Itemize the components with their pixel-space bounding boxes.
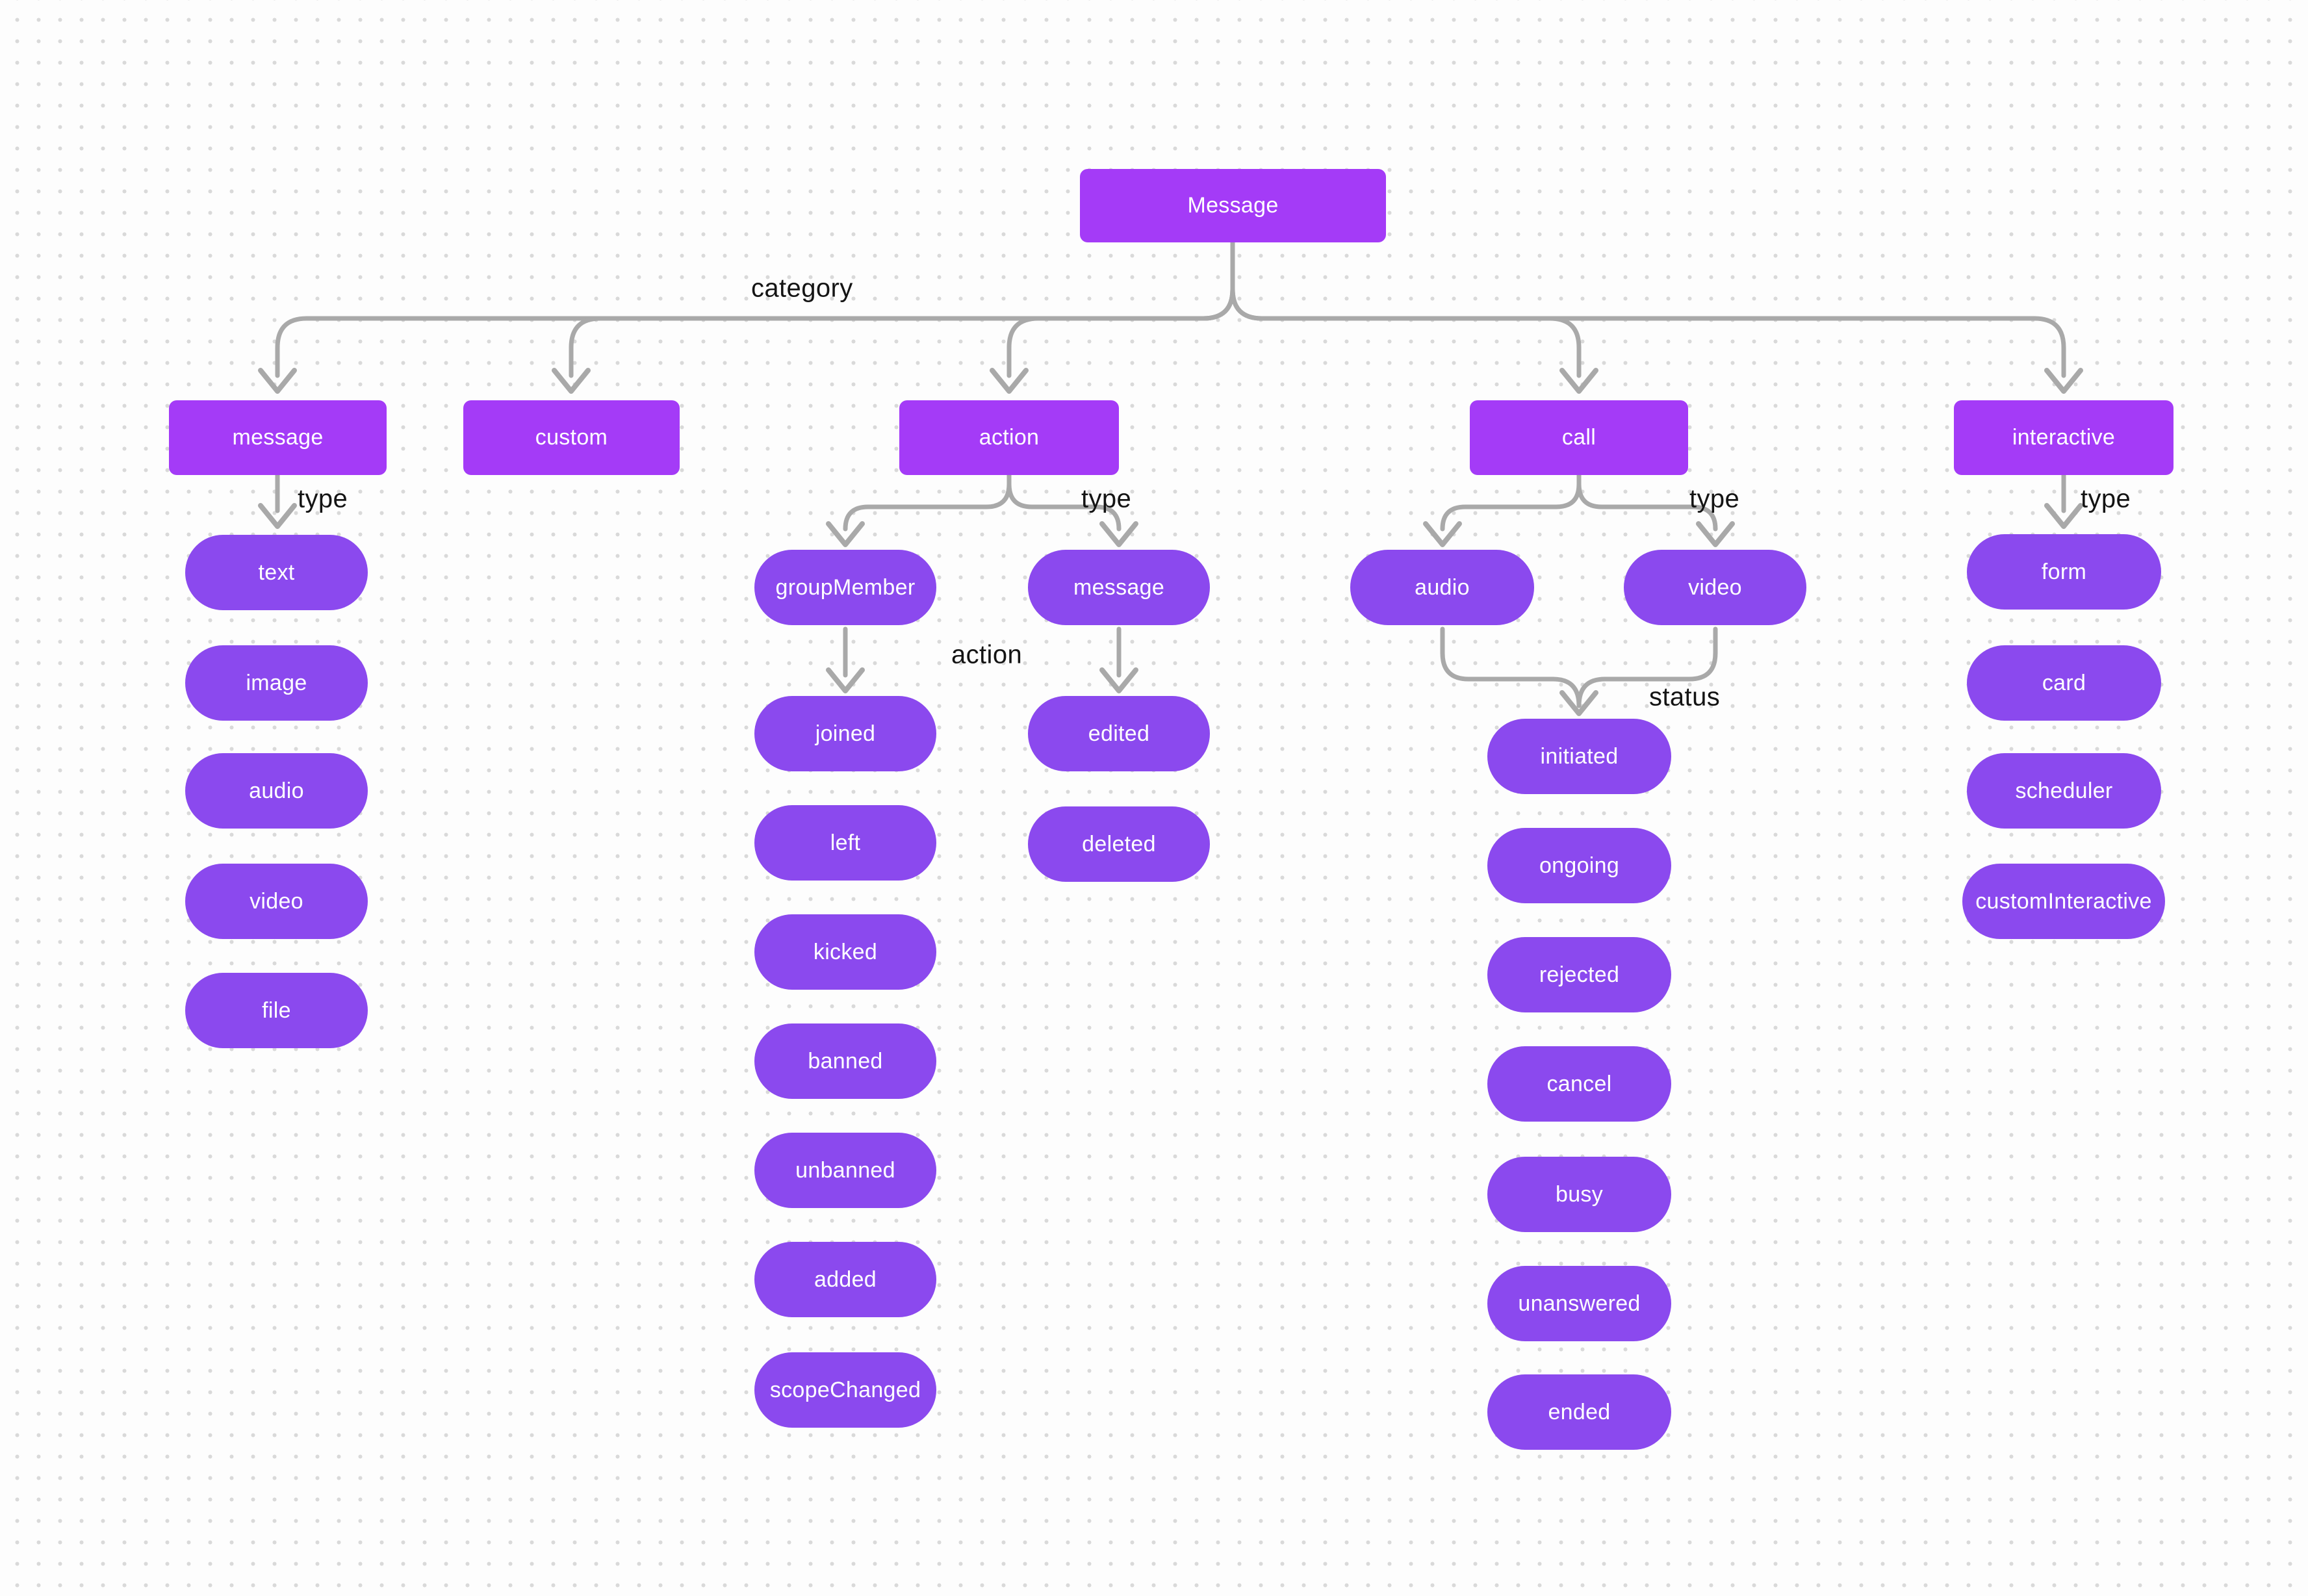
node-type-scheduler: scheduler (1967, 753, 2161, 829)
arrowhead-joined (826, 667, 865, 693)
node-status-ended: ended (1487, 1374, 1671, 1450)
arrowhead-interactive (2044, 368, 2083, 394)
edge-root-to-custom (569, 240, 1235, 378)
edge-root-to-action (1007, 240, 1235, 378)
node-action-scopechanged: scopeChanged (754, 1352, 936, 1428)
node-action-edited: edited (1028, 696, 1210, 771)
edge-label-category: category (751, 274, 853, 303)
edge-call-to-audio (1440, 472, 1582, 532)
arrowhead-initiated (1559, 690, 1598, 716)
edge-action-to-groupmember (843, 472, 1012, 532)
edge-label-status: status (1649, 682, 1721, 712)
arrowhead-video (1696, 521, 1735, 547)
node-status-ongoing: ongoing (1487, 828, 1671, 903)
node-status-cancel: cancel (1487, 1046, 1671, 1122)
node-status-busy: busy (1487, 1157, 1671, 1232)
node-calltype-video: video (1624, 550, 1806, 625)
edge-label-action: action (951, 640, 1023, 669)
edge-root-to-call (1230, 240, 1582, 378)
node-type-image: image (185, 645, 368, 721)
node-action-joined: joined (754, 696, 936, 771)
edge-label-type-action: type (1081, 484, 1132, 513)
node-type-video: video (185, 864, 368, 939)
edge-root-to-message (275, 240, 1235, 378)
arrowhead-text (258, 503, 297, 529)
node-status-rejected: rejected (1487, 937, 1671, 1012)
arrowhead-action (990, 368, 1029, 394)
arrowhead-audio (1423, 521, 1462, 547)
node-action-deleted: deleted (1028, 806, 1210, 882)
node-category-interactive: interactive (1954, 400, 2173, 475)
arrowhead-message-branch (1099, 521, 1138, 547)
node-root-message: Message (1080, 169, 1386, 242)
node-category-message: message (169, 400, 387, 475)
node-type-file: file (185, 973, 368, 1048)
node-type-audio: audio (185, 753, 368, 829)
node-status-unanswered: unanswered (1487, 1266, 1671, 1341)
node-calltype-audio: audio (1350, 550, 1534, 625)
node-action-banned: banned (754, 1023, 936, 1099)
node-category-custom: custom (463, 400, 680, 475)
edge-call-to-video (1576, 472, 1718, 532)
edge-label-type-message: type (298, 484, 348, 513)
arrowhead-call (1559, 368, 1598, 394)
node-type-custominteractive: customInteractive (1962, 864, 2165, 939)
node-action-kicked: kicked (754, 914, 936, 990)
node-branch-groupmember: groupMember (754, 550, 936, 625)
node-category-action: action (899, 400, 1119, 475)
node-type-card: card (1967, 645, 2161, 721)
edge-audio-to-merge (1440, 626, 1582, 708)
node-action-added: added (754, 1242, 936, 1317)
node-action-unbanned: unbanned (754, 1133, 936, 1208)
node-status-initiated: initiated (1487, 719, 1671, 794)
node-action-left: left (754, 805, 936, 881)
edge-video-to-merge (1576, 626, 1718, 708)
edge-action-to-message-branch (1007, 472, 1122, 532)
node-branch-message: message (1028, 550, 1210, 625)
edge-label-type-interactive: type (2081, 484, 2131, 513)
arrowhead-edited (1099, 667, 1138, 693)
edge-label-type-call: type (1689, 484, 1740, 513)
node-category-call: call (1470, 400, 1688, 475)
arrowhead-custom (552, 368, 591, 394)
node-type-text: text (185, 535, 368, 610)
arrowhead-message (258, 368, 297, 394)
node-type-form: form (1967, 534, 2161, 610)
arrowhead-groupmember (826, 521, 865, 547)
arrowhead-form (2044, 503, 2083, 529)
edge-root-to-interactive (1230, 240, 2066, 378)
